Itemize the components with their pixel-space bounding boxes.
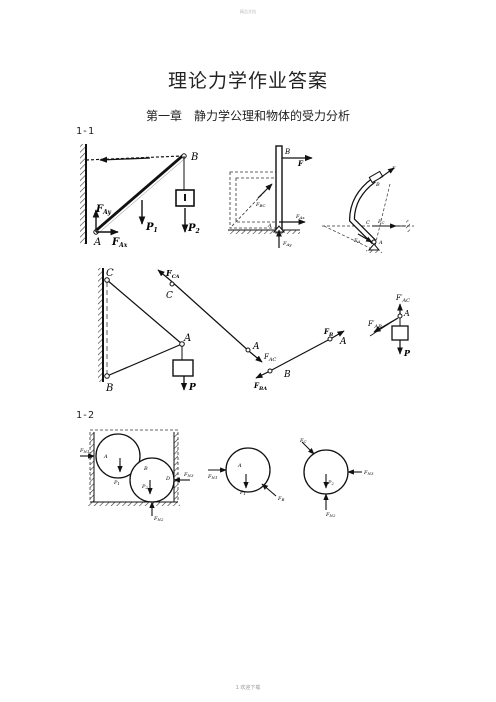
label-fay2: FAy	[282, 241, 292, 247]
chapter-heading: 第一章 静力学公理和物体的受力分析	[145, 109, 350, 123]
label-b3: B	[375, 182, 380, 188]
label-d7: D	[165, 476, 170, 482]
figure-1-2a: FN1 A P1 P2 B D FN3 FN2	[79, 429, 194, 522]
label-fa3: FA	[353, 238, 360, 244]
label-fc3: FC	[377, 219, 385, 225]
label-p6: P	[403, 348, 411, 358]
label-fn2: FN2	[153, 516, 164, 522]
label-fca: FCA	[165, 268, 180, 280]
label-a5b: A	[339, 337, 347, 347]
label-a8: A	[237, 463, 242, 469]
section-label-1-1: 1-1	[76, 126, 95, 137]
label-b4: B	[105, 383, 113, 394]
figure-1-1e: FCA C A FAC FB A B FBA	[157, 268, 347, 392]
cylinder-a	[95, 433, 141, 479]
bar-ab	[94, 154, 186, 234]
label-a7: A	[103, 454, 108, 460]
label-a: A	[93, 237, 101, 248]
label-fbc: FBC	[255, 202, 266, 208]
label-p1: P1	[145, 222, 158, 234]
label-c4: C	[106, 268, 114, 279]
figure-1-1b: B F FBC FAx A FAy	[228, 145, 313, 248]
figure-1-2c: FC P2 FN3 FN2	[299, 438, 374, 518]
header-watermark: 精品文档	[240, 9, 256, 14]
figure-1-1f: F′AC F′AB A P	[367, 294, 411, 358]
label-fn3-9: FN3	[363, 470, 374, 476]
dashed-frame	[229, 171, 279, 229]
label-p2-9: P2	[327, 480, 334, 486]
wall-hatch	[80, 144, 86, 244]
label-fb8: FB	[277, 496, 284, 502]
label-fax2: FAx	[295, 214, 305, 220]
figure-1-1c: F B C FC FA A	[322, 166, 414, 253]
label-fba: FBA	[253, 381, 267, 392]
bar-ba	[106, 343, 183, 377]
label-a6: A	[403, 309, 410, 318]
post	[275, 145, 283, 233]
label-p1-8: P1	[239, 490, 246, 496]
label-p2: P2	[187, 223, 200, 235]
label-p1-7: P1	[113, 480, 120, 486]
label-fac: FAC	[263, 353, 276, 363]
label-b5: B	[283, 370, 291, 380]
label-f3: F	[391, 166, 396, 172]
page-number: 1	[235, 685, 239, 691]
label-f: F	[297, 159, 304, 168]
label-fac6: F′AC	[395, 294, 410, 304]
page-footer: 1 欢迎下载	[0, 684, 496, 691]
page-title: 理论力学作业答案	[167, 70, 328, 92]
label-fay: FAy	[95, 204, 112, 216]
label-fn2-9: FN2	[325, 512, 336, 518]
label-fax: FAx	[111, 237, 128, 249]
label-p4: P	[188, 383, 196, 393]
label-fn1: FN1	[79, 448, 90, 454]
label-a3: A	[378, 240, 383, 246]
section-label-1-2: 1-2	[76, 410, 95, 421]
label-fab6: F′AB	[367, 320, 382, 330]
label-b7: B	[143, 466, 148, 472]
rope-force-arrow	[99, 156, 151, 163]
label-p2-7: P2	[141, 484, 148, 490]
bar-ca-free	[169, 279, 251, 353]
bar-ca	[106, 279, 183, 345]
label-c3: C	[366, 220, 370, 226]
label-b: B	[190, 152, 198, 163]
label-b2: B	[284, 148, 290, 156]
label-fn3: FN3	[183, 472, 194, 478]
label-a5: A	[252, 342, 260, 352]
label-a4: A	[183, 333, 191, 344]
label-fb5: FB	[323, 327, 333, 338]
label-fn1-8: FN1	[207, 474, 218, 480]
label-c5: C	[166, 291, 173, 301]
figure-1-1d: C A B P	[98, 268, 196, 394]
footer-text: 欢迎下载	[240, 685, 261, 691]
label-fc9: FC	[299, 438, 307, 444]
figure-1-1a: B P2 P1 FAy A FAx	[80, 144, 200, 249]
fbc-arrow	[257, 183, 273, 199]
label-a2: A	[267, 223, 272, 229]
figure-1-2b: FN1 A P1 FB	[207, 447, 284, 502]
bar-ab-free	[267, 337, 333, 373]
